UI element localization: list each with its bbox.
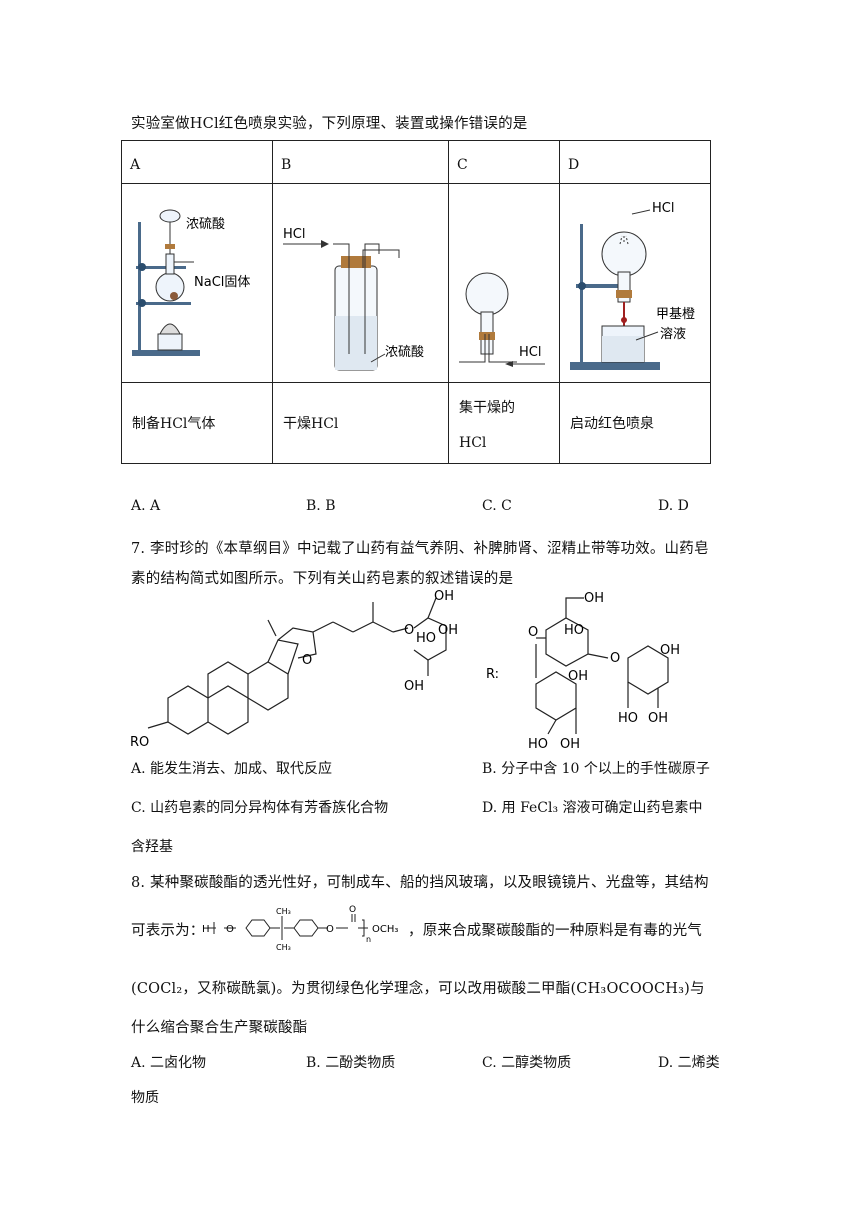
- q6-option-a: A. A: [131, 498, 161, 514]
- q8-line2-suffix: ，原来合成聚碳酸酯的一种原料是有毒的光气: [408, 923, 702, 939]
- label-nacl-solid: NaCl固体: [194, 275, 250, 290]
- end-h: H: [202, 924, 210, 935]
- ether-o-1: O: [226, 924, 234, 935]
- polycarbonate-structure: H O CH₃ CH₃ O O n OCH₃: [202, 905, 398, 952]
- oh-4: OH: [584, 591, 604, 606]
- end-och3: OCH₃: [372, 924, 398, 935]
- q8-option-c: C. 二醇类物质: [482, 1055, 572, 1071]
- label-solution: 溶液: [660, 327, 686, 342]
- oh-5: OH: [660, 643, 680, 658]
- oh-3: OH: [404, 679, 424, 694]
- caption-d: 启动红色喷泉: [570, 416, 654, 432]
- q7-line1: 7. 李时珍的《本草纲目》中记载了山药有益气养阴、补脾肺肾、涩精止带等功效。山药…: [131, 541, 709, 557]
- q6-stem: 实验室做HCl红色喷泉实验，下列原理、装置或操作错误的是: [131, 116, 528, 132]
- col-d: D: [568, 157, 580, 173]
- q6-option-d: D. D: [658, 498, 689, 514]
- q8-option-d-cont: 物质: [131, 1090, 159, 1106]
- caption-c-line2: HCl: [459, 435, 487, 451]
- ho-4: HO: [528, 737, 548, 752]
- oh-1: OH: [434, 589, 454, 604]
- label-hcl-b: HCl: [283, 227, 305, 242]
- col-b: B: [281, 157, 292, 173]
- q8-option-a: A. 二卤化物: [131, 1055, 207, 1071]
- q7-option-b: B. 分子中含 10 个以上的手性碳原子: [482, 761, 710, 777]
- apparatus-c-diagram: HCl: [459, 272, 545, 367]
- caption-b: 干燥HCl: [283, 416, 339, 432]
- glycoside-o: O: [404, 623, 414, 638]
- ro-label: RO: [130, 735, 149, 750]
- q6-option-c: C. C: [482, 498, 512, 514]
- ring-o-2: O: [610, 651, 620, 666]
- q8-option-b: B. 二酚类物质: [306, 1055, 396, 1071]
- q8-line2-prefix: 可表示为：: [131, 923, 205, 939]
- label-hcl-c: HCl: [519, 345, 541, 360]
- ho-3: HO: [618, 711, 638, 726]
- apparatus-d-diagram: HCl 甲基橙 溶液: [570, 201, 695, 370]
- experiment-table: A B C D 浓硫酸 NaCl固体: [121, 140, 711, 464]
- apparatus-a-diagram: 浓硫酸 NaCl固体: [132, 209, 250, 356]
- carbonyl-o: O: [349, 905, 356, 915]
- col-a: A: [130, 157, 141, 173]
- q6-option-b: B. B: [306, 498, 336, 514]
- ether-o-2: O: [326, 924, 334, 935]
- apparatus-b-diagram: HCl 浓硫酸: [283, 227, 424, 371]
- label-methyl-orange: 甲基橙: [656, 307, 695, 322]
- q7-option-d: D. 用 FeCl₃ 溶液可确定山药皂素中: [482, 800, 703, 816]
- ring-o-1: O: [528, 625, 538, 640]
- q8-line1: 8. 某种聚碳酸酯的透光性好，可制成车、船的挡风玻璃，以及眼镜镜片、光盘等，其结…: [131, 875, 709, 891]
- q7-line2: 素的结构简式如图所示。下列有关山药皂素的叙述错误的是: [131, 571, 514, 587]
- q8-line4: 什么缩合聚合生产聚碳酸酯: [131, 1020, 308, 1036]
- r-label: R:: [486, 667, 499, 682]
- q7-option-c: C. 山药皂素的同分异构体有芳香族化合物: [131, 800, 389, 816]
- oh-8: OH: [560, 737, 580, 752]
- q7-option-d-cont: 含羟基: [131, 839, 173, 855]
- furan-o: O: [302, 653, 312, 668]
- dioscin-structure-diagram: RO O O OH HO OH OH R: OH O HO O OH OH HO…: [130, 589, 680, 752]
- oh-7: OH: [648, 711, 668, 726]
- label-hcl-d: HCl: [652, 201, 674, 216]
- ho-2: HO: [564, 623, 584, 638]
- label-conc-sulfuric-acid-a: 浓硫酸: [186, 217, 225, 232]
- methyl-top: CH₃: [276, 907, 291, 916]
- col-c: C: [457, 157, 468, 173]
- methyl-bottom: CH₃: [276, 943, 291, 952]
- q7-option-a: A. 能发生消去、加成、取代反应: [131, 761, 333, 777]
- caption-a: 制备HCl气体: [132, 416, 216, 432]
- repeat-n: n: [366, 935, 371, 944]
- q8-line3: (COCl₂，又称碳酰氯)。为贯彻绿色化学理念，可以改用碳酸二甲酯(CH₃OCO…: [131, 981, 705, 997]
- q8-option-d: D. 二烯类: [658, 1055, 720, 1071]
- oh-2: OH: [438, 623, 458, 638]
- ho-1: HO: [416, 631, 436, 646]
- label-conc-sulfuric-acid-b: 浓硫酸: [385, 345, 424, 360]
- oh-6: OH: [568, 669, 588, 684]
- caption-c-line1: 集干燥的: [459, 400, 515, 416]
